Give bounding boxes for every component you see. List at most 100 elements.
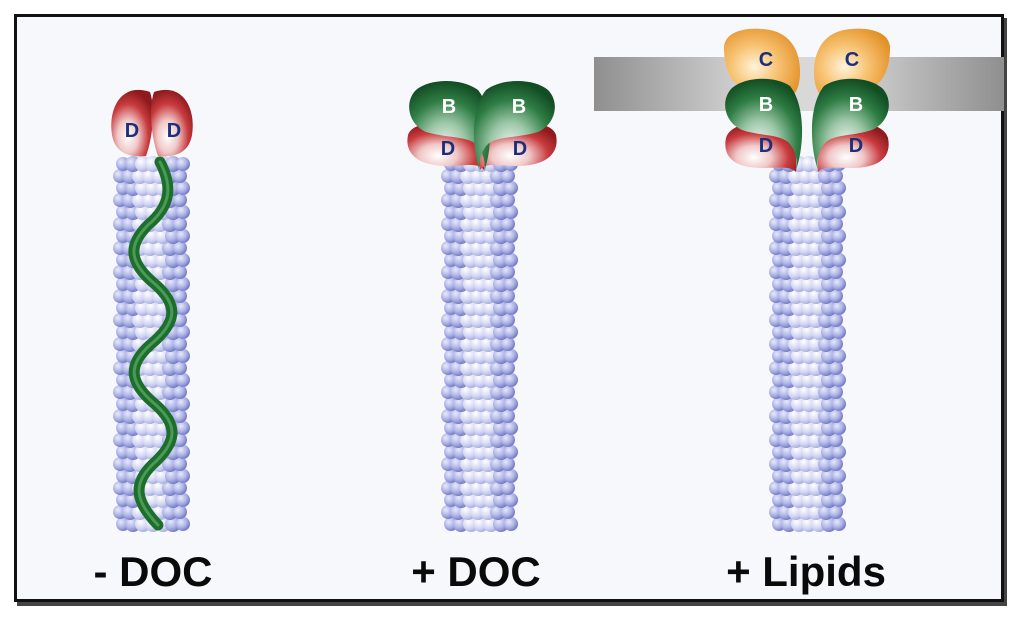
label-D: D <box>441 138 455 160</box>
tube-subunit <box>821 444 837 460</box>
tube-subunit <box>501 505 515 519</box>
tube-subunit <box>173 265 187 279</box>
tube-subunit <box>176 157 190 171</box>
tube-subunit <box>818 288 834 304</box>
tube-subunit <box>832 301 846 315</box>
tube-subunit <box>173 169 187 183</box>
tube-subunit <box>829 193 843 207</box>
tube-subunit <box>173 361 187 375</box>
tube-subunit <box>490 336 506 352</box>
tube-subunit <box>501 433 515 447</box>
tube-subunit <box>490 288 506 304</box>
tube-subunit <box>818 240 834 256</box>
tube-subunit <box>504 181 518 195</box>
tube-subunit <box>490 264 506 280</box>
tube-subunit <box>821 348 837 364</box>
tube-subunit <box>832 445 846 459</box>
tube-subunit <box>829 217 843 231</box>
tube-subunit <box>493 228 509 244</box>
tube-subunit <box>832 229 846 243</box>
domain-D-left <box>111 89 153 157</box>
tube-subunit <box>821 420 837 436</box>
tube-subunit <box>493 420 509 436</box>
tube-subunit <box>821 180 837 196</box>
panel-1-tip: D D <box>111 89 193 157</box>
tube-subunit <box>162 216 178 232</box>
tube-subunit <box>818 192 834 208</box>
tube-subunit <box>818 216 834 232</box>
tube-subunit <box>490 192 506 208</box>
tube-subunit <box>176 421 190 435</box>
tube-subunit <box>490 240 506 256</box>
tube-subunit <box>829 481 843 495</box>
label-D: D <box>513 138 527 160</box>
tube-subunit <box>832 349 846 363</box>
tube-subunit <box>176 229 190 243</box>
panel-2-tip: B B D D <box>407 81 557 172</box>
tube-subunit <box>501 265 515 279</box>
tube-subunit <box>821 468 837 484</box>
label-B: B <box>512 96 526 118</box>
tube-subunit <box>504 229 518 243</box>
tube-subunit <box>832 373 846 387</box>
tube-subunit <box>165 276 181 292</box>
tube-subunit <box>821 204 837 220</box>
tube-subunit <box>501 241 515 255</box>
tube-subunit <box>504 517 518 531</box>
tube-subunit <box>501 217 515 231</box>
tube-subunit <box>493 324 509 340</box>
label-D: D <box>125 120 139 142</box>
tube-subunit <box>829 169 843 183</box>
tube-subunit <box>173 457 187 471</box>
tube-subunit <box>821 252 837 268</box>
tube-subunit <box>832 493 846 507</box>
tube-subunit <box>493 180 509 196</box>
tube-subunit <box>501 313 515 327</box>
tube-subunit <box>821 324 837 340</box>
tube-subunit <box>493 204 509 220</box>
tube-subunit <box>504 493 518 507</box>
tube-subunit <box>165 396 181 412</box>
tube-subunit <box>504 301 518 315</box>
tube-subunit <box>832 397 846 411</box>
tube-subunit <box>504 445 518 459</box>
tube-subunit <box>818 336 834 352</box>
caption-plus-doc: + DOC <box>411 548 541 595</box>
tube-subunit <box>504 205 518 219</box>
tube-subunit <box>176 349 190 363</box>
tube-subunit <box>818 312 834 328</box>
tube-subunit <box>490 456 506 472</box>
tube-subunit <box>832 325 846 339</box>
domain-C-left <box>724 28 800 98</box>
label-B: B <box>759 94 773 116</box>
tube-subunit <box>493 276 509 292</box>
tube-subunit <box>818 504 834 520</box>
tube-subunit <box>165 348 181 364</box>
tube-subunit <box>490 432 506 448</box>
caption-plus-lipids: + Lipids <box>726 548 886 595</box>
tube-subunit <box>165 156 181 172</box>
tube-subunit <box>162 264 178 280</box>
tube-subunit <box>493 492 509 508</box>
tube-subunit <box>173 385 187 399</box>
tube-subunit <box>818 168 834 184</box>
tube-subunit <box>490 384 506 400</box>
tube-subunit <box>162 336 178 352</box>
tube-subunit <box>173 505 187 519</box>
tube-subunit <box>165 252 181 268</box>
tube-subunit <box>821 228 837 244</box>
tube-subunit <box>176 445 190 459</box>
domain-B-left <box>409 81 491 172</box>
tube-subunit <box>818 384 834 400</box>
tube-subunit <box>176 469 190 483</box>
tube-subunit <box>162 504 178 520</box>
tube-subunit <box>490 408 506 424</box>
tube-subunit <box>165 372 181 388</box>
tube-subunit <box>162 240 178 256</box>
label-D: D <box>849 135 863 157</box>
tube-subunit <box>173 409 187 423</box>
label-D: D <box>167 120 181 142</box>
tube-subunit <box>176 373 190 387</box>
tube-subunit <box>829 409 843 423</box>
